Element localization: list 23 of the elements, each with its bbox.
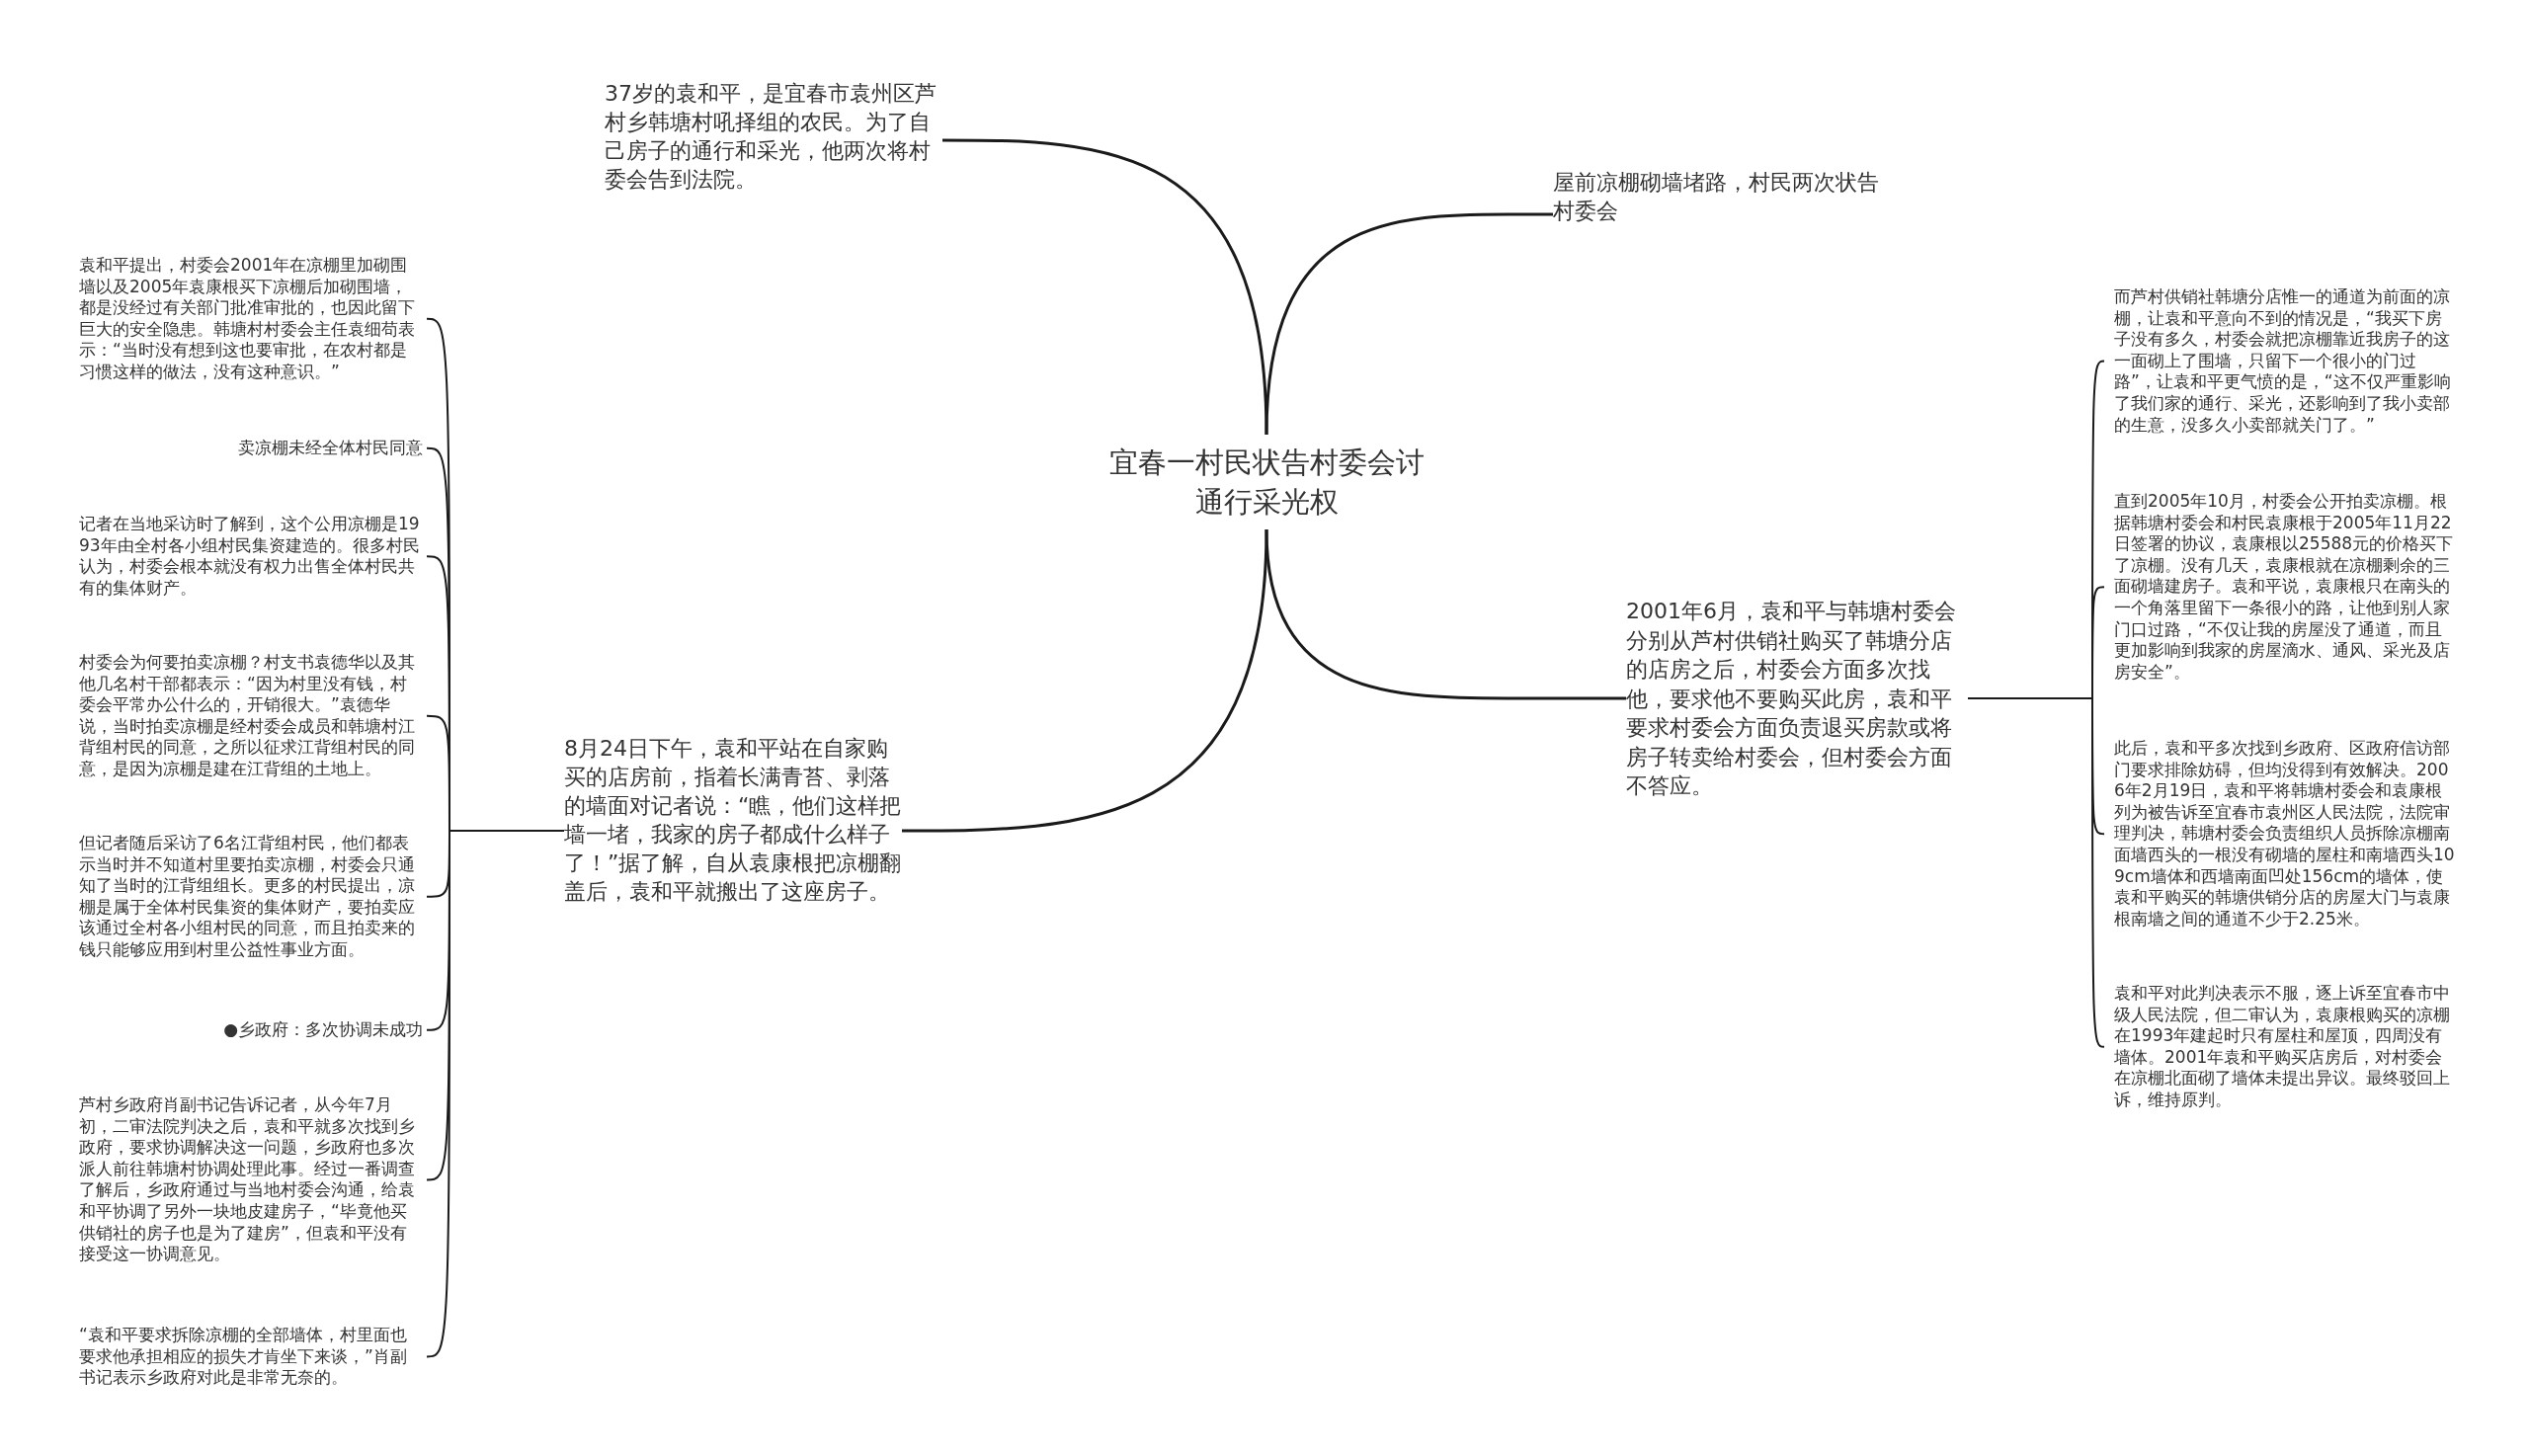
subtopic-text: “袁和平要求拆除凉棚的全部墙体，村里面也要求他承担相应的损失才肯坐下来谈，”肖副书记表示乡政府对此是非常无奈的。 xyxy=(79,1325,427,1389)
subtopic-text: 村委会为何要拍卖凉棚？村支书袁德华以及其他几名村干部都表示：“因为村里没有钱，村委会平常办公什么的，开销很大。”袁德华说，当时拍卖凉棚是经村委会成员和韩塘村江背组村民的同意，之所以征求江背组村民的同意，是因为凉棚是建在江背组的土地上。 xyxy=(79,652,427,780)
subtopic-text: 记者在当地采访时了解到，这个公用凉棚是1993年由全村各小组村民集资建造的。很多村民认为，村委会根本就没有权力出售全体村民共有的集体财产。 xyxy=(79,514,427,600)
branch-line xyxy=(902,528,1268,833)
subtopic-text: 但记者随后采访了6名江背组村民，他们都表示当时并不知道村里要拍卖凉棚，村委会只通知了当时的江背组组长。更多的村民提出，凉棚是属于全体村民集资的集体财产，要拍卖应该通过全村各小组村民的同意，而且拍卖来的钱只能够应用到村里公益性事业方面。 xyxy=(79,833,427,961)
subtopic-text: 芦村乡政府肖副书记告诉记者，从今年7月初，二审法院判决之后，袁和平就多次找到乡政府，要求协调解决这一问题，乡政府也多次派人前往韩塘村协调处理此事。经过一番调查了解后，乡政府通过与当地村委会沟通，给袁和平协调了另外一块地皮建房子，“毕竟他买供销社的房子也是为了建房”，但袁和平没有接受这一协调意见。 xyxy=(79,1094,427,1265)
subtopic-text: 而芦村供销社韩塘分店惟一的通道为前面的凉棚，让袁和平意向不到的情况是，“我买下房子没有多久，村委会就把凉棚靠近我房子的这一面砌上了围墙，只留下一个很小的门过路”，让袁和平更气愤的是，“这不仅严重影响了我们家的通行、采光，还影响到了我小卖部的生意，没多久小卖部就关门了。” xyxy=(2104,286,2458,437)
topic-text: 8月24日下午，袁和平站在自家购买的店房前，指着长满青苔、剥落的墙面对记者说：“瞧，他们这样把墙一堵，我家的房子都成什么样子了！”据了解，自从袁康根把凉棚翻盖后，袁和平就搬出了这座房子。 xyxy=(564,734,902,906)
subtopic-text: 卖凉棚未经全体村民同意 xyxy=(238,438,427,459)
topic-text: 屋前凉棚砌墙堵路，村民两次状告村委会 xyxy=(1553,168,1891,225)
branch-line xyxy=(426,830,565,1358)
branch-line xyxy=(1264,528,1626,700)
subtopic-text: 袁和平提出，村委会2001年在凉棚里加砌围墙以及2005年袁康根买下凉棚后加砌围墙，都是没经过有关部门批准审批的，也因此留下巨大的安全隐患。韩塘村村委会主任袁细苟表示：“当时没有想到这也要审批，在农村都是习惯这样的做法，没有这种意识。” xyxy=(79,255,427,383)
subtopic-text: 直到2005年10月，村委会公开拍卖凉棚。根据韩塘村委会和村民袁康根于2005年11月22日签署的协议，袁康根以25588元的价格买下了凉棚。没有几天，袁康根就在凉棚剩余的三面砌墙建房子。袁和平说，袁康根只在南头的一个角落里留下一条很小的路，让他到别人家门口过路，“不仅让我的房屋没了通道，而且更加影响到我家的房屋滴水、通风、采光及店房安全”。 xyxy=(2104,491,2458,684)
branch-line xyxy=(942,138,1268,436)
central-topic: 宜春一村民状告村委会讨通行采光权 xyxy=(1099,435,1434,529)
subtopic-text: 袁和平对此判决表示不服，逐上诉至宜春市中级人民法院，但二审认为，袁康根购买的凉棚在1993年建起时只有屋柱和屋顶，四周没有墙体。2001年袁和平购买店房后，对村委会在凉棚北面砌了墙体未提出异议。最终驳回上诉，维持原判。 xyxy=(2104,983,2458,1111)
subtopic-text: 此后，袁和平多次找到乡政府、区政府信访部门要求排除妨碍，但均没得到有效解决。2006年2月19日，袁和平将韩塘村委会和袁康根列为被告诉至宜春市袁州区人民法院，法院审理判决，韩塘村委会负责组织人员拆除凉棚南面墙西头的一根没有砌墙的屋柱和南墙西头109cm墙体和西墙南面凹处156cm的墙体，使袁和平购买的韩塘供销分店的房屋大门与袁康根南墙之间的通道不少于2.25米。 xyxy=(2104,738,2458,930)
topic-text: 37岁的袁和平，是宜春市袁州区芦村乡韩塘村吼择组的农民。为了自己房子的通行和采光，他两次将村委会告到法院。 xyxy=(605,79,942,194)
branch-line xyxy=(1264,212,1553,436)
topic-text: 2001年6月，袁和平与韩塘村委会分别从芦村供销社购买了韩塘分店的店房之后，村委会方面多次找他，要求他不要购买此房，袁和平要求村委会方面负责退买房款或将房子转卖给村委会，但村委会方面不答应。 xyxy=(1626,597,1968,801)
subtopic-text: ●乡政府：多次协调未成功 xyxy=(223,1019,427,1041)
branch-line xyxy=(1967,697,2105,1048)
